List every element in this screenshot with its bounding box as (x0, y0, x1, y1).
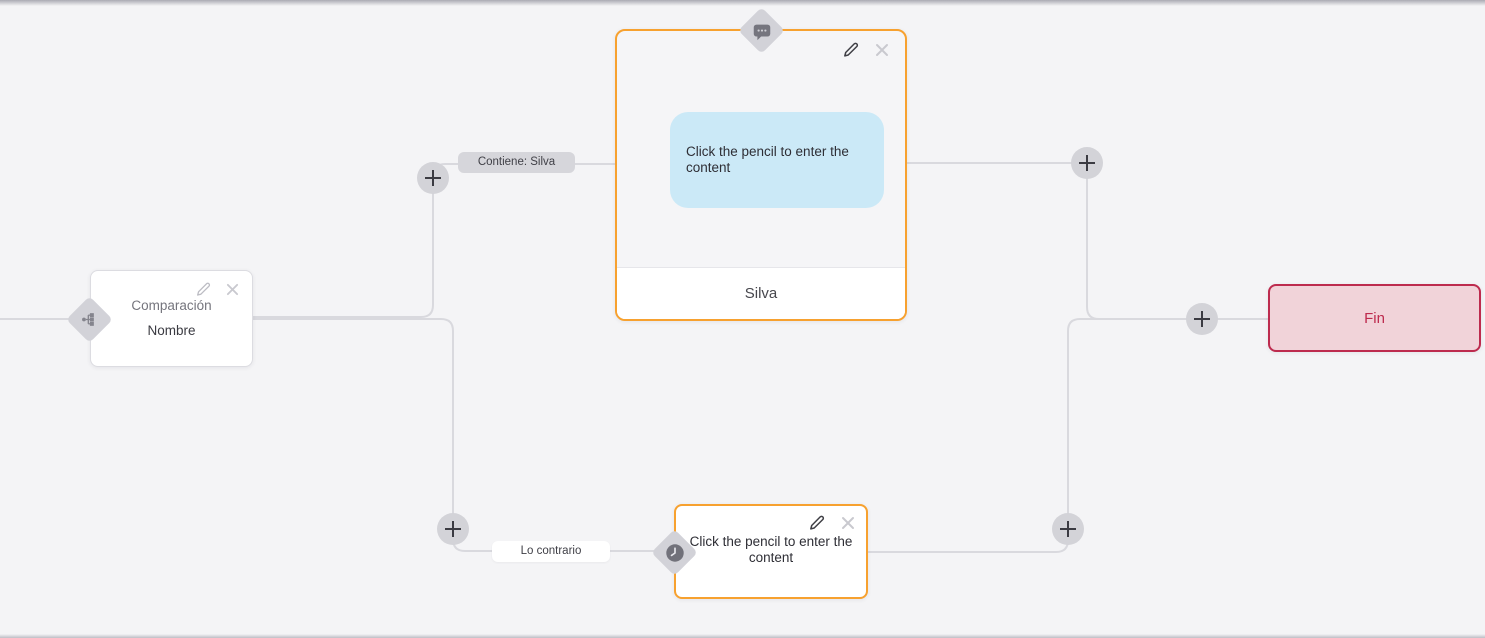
end-node-label: Fin (1364, 309, 1385, 327)
canvas-top-shadow (0, 0, 1485, 6)
plus-icon (1186, 303, 1218, 335)
add-node-button[interactable] (1052, 513, 1084, 545)
condition-title: Comparación (131, 298, 212, 313)
message-footer-label: Silva (617, 267, 905, 319)
edge-label-contains: Contiene: Silva (458, 152, 575, 173)
branch-icon (73, 303, 106, 336)
end-node[interactable]: Fin (1268, 284, 1481, 352)
edge-label-otherwise: Lo contrario (492, 541, 610, 562)
message-placeholder-text: Click the pencil to enter the content (686, 143, 849, 175)
chat-bubble-icon (745, 14, 778, 47)
goto-placeholder-text: Click the pencil to enter the content (689, 534, 853, 565)
plus-icon (417, 162, 449, 194)
message-input-port[interactable] (737, 6, 785, 54)
add-node-button[interactable] (437, 513, 469, 545)
close-icon[interactable] (226, 283, 239, 296)
edit-pencil-icon[interactable] (843, 42, 859, 58)
condition-node[interactable]: Comparación Nombre (90, 270, 253, 367)
canvas-bottom-shadow (0, 634, 1485, 638)
add-node-button[interactable] (417, 162, 449, 194)
edit-pencil-icon[interactable] (809, 515, 825, 531)
add-node-button[interactable] (1071, 147, 1103, 179)
message-node[interactable]: Click the pencil to enter the content Si… (615, 29, 907, 321)
edit-pencil-icon[interactable] (196, 282, 211, 297)
goto-input-port[interactable] (650, 528, 698, 576)
plus-icon (437, 513, 469, 545)
close-icon[interactable] (875, 43, 889, 57)
add-node-button[interactable] (1186, 303, 1218, 335)
condition-input-port[interactable] (65, 295, 113, 343)
plus-icon (1071, 147, 1103, 179)
message-preview-bubble: Click the pencil to enter the content (670, 112, 884, 208)
close-icon[interactable] (841, 516, 855, 530)
plus-icon (1052, 513, 1084, 545)
condition-variable: Nombre (147, 323, 196, 338)
clock-icon (658, 536, 691, 569)
goto-node[interactable]: Click the pencil to enter the content (674, 504, 868, 599)
